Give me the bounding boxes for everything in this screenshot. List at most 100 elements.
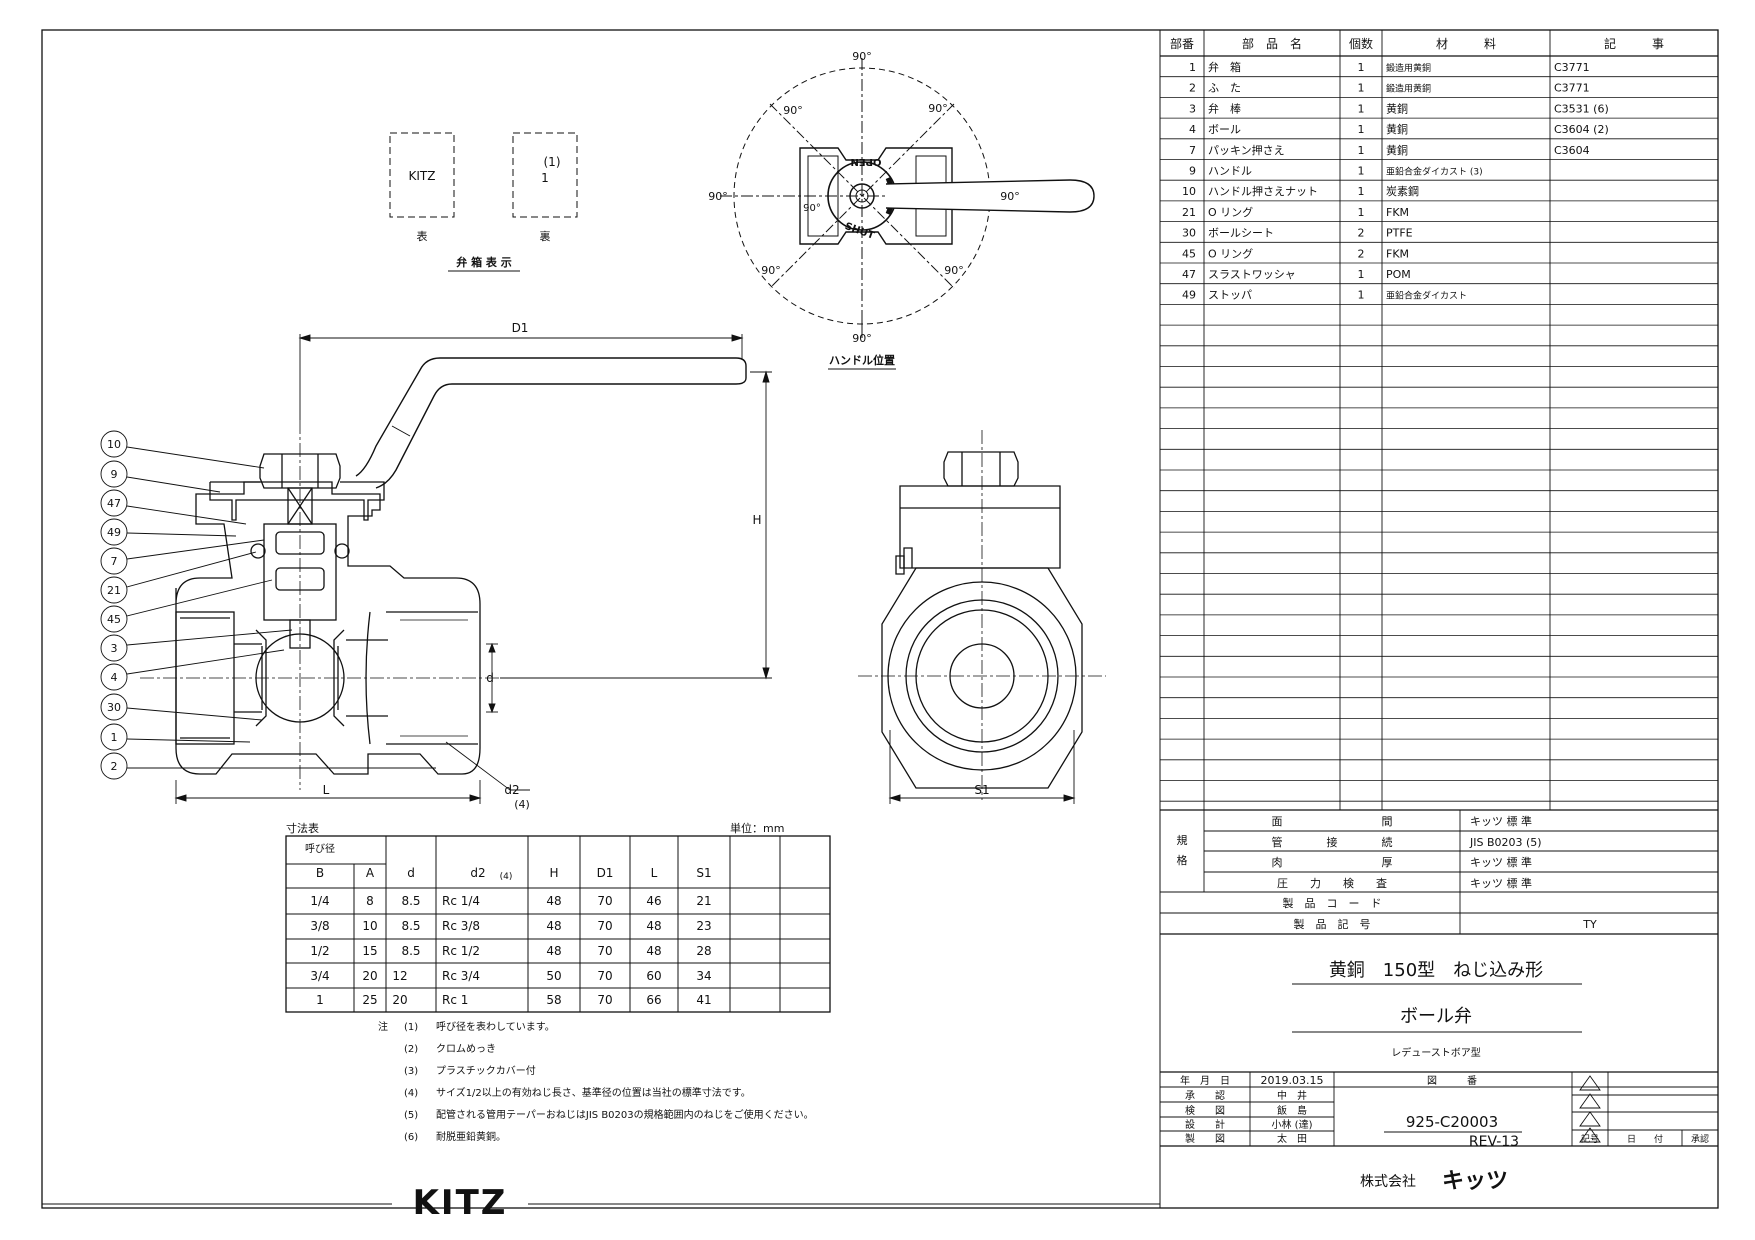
role-check: 検 図 <box>1185 1104 1225 1117</box>
note-number: (2) <box>404 1044 418 1055</box>
callout-21: 21 <box>107 584 121 597</box>
dimension-cell: 25 <box>362 993 377 1007</box>
part-material: 黄銅 <box>1386 122 1408 136</box>
notes: 注 <box>378 1020 388 1033</box>
part-remarks: C3771 <box>1554 61 1590 74</box>
spec-value-wall: キッツ 標 準 <box>1470 855 1532 869</box>
part-quantity: 1 <box>1358 82 1365 95</box>
part-quantity: 1 <box>1358 206 1365 219</box>
part-quantity: 1 <box>1358 102 1365 115</box>
dimension-table-unit: 単位：mm <box>730 821 784 835</box>
callout-30: 30 <box>107 701 121 714</box>
part-quantity: 1 <box>1358 144 1365 157</box>
dimension-cell: 48 <box>646 919 661 933</box>
dimension-cell: 8.5 <box>401 944 420 958</box>
dimension-table-grid <box>285 835 831 1013</box>
dimension-table-headers: 呼び径 B A d d2 (4) H D1 L S1 <box>305 842 712 882</box>
dimension-cell: 46 <box>646 894 661 908</box>
part-quantity: 1 <box>1358 61 1365 74</box>
part-name: パッキン押さえ <box>1208 143 1285 157</box>
product-symbol-label: 製 品 記 号 <box>1294 917 1371 931</box>
dimension-cell: Rc 1/2 <box>442 944 480 958</box>
approval-block-grid <box>1160 1071 1718 1147</box>
name-draft: 太 田 <box>1277 1132 1307 1145</box>
part-number: 47 <box>1182 268 1196 281</box>
note-number: (3) <box>404 1066 418 1077</box>
date-label: 年 月 日 <box>1180 1074 1230 1087</box>
dim-header-s1: S1 <box>696 866 711 880</box>
part-material: 亜鉛合金ダイカスト <box>1386 290 1467 302</box>
part-name: スラストワッシャ <box>1208 268 1296 281</box>
angle-label-bottom-left: 90° <box>761 264 781 277</box>
part-material: 亜鉛合金ダイカスト (3) <box>1386 166 1483 178</box>
part-name: ストッパ <box>1208 289 1252 302</box>
part-material: 鍛造用黄銅 <box>1386 62 1431 74</box>
dimension-cell: Rc 1/4 <box>442 894 480 908</box>
part-number: 2 <box>1189 82 1196 95</box>
dimension-cell: 12 <box>392 969 407 983</box>
dim-header-d2: d2 <box>470 866 485 880</box>
kitz-logo: KITZ <box>42 1183 1160 1223</box>
dim-header-group: 呼び径 <box>305 842 335 855</box>
part-material: 炭素鋼 <box>1386 184 1419 198</box>
part-quantity: 2 <box>1358 227 1365 240</box>
dim-label-s1: S1 <box>974 783 989 797</box>
dimension-cell: 60 <box>646 969 661 983</box>
marking-caption: 弁 箱 表 示 <box>456 255 512 269</box>
dimension-cell: 48 <box>546 919 561 933</box>
drawing-subtitle-type: レデューストボア型 <box>1391 1046 1481 1059</box>
spec-value-pressure: キッツ 標 準 <box>1470 876 1532 890</box>
part-number: 49 <box>1182 289 1196 302</box>
angle-label-bottom-right: 90° <box>944 264 964 277</box>
part-number: 21 <box>1182 206 1196 219</box>
dimension-cell: 3/8 <box>310 919 329 933</box>
callout-9: 9 <box>111 468 118 481</box>
dim-label-d2: d2 <box>504 783 519 797</box>
part-number: 30 <box>1182 227 1196 240</box>
dimension-cell: 21 <box>696 894 711 908</box>
angle-label-right: 90° <box>1000 190 1020 203</box>
marking-back-text: 1 <box>541 171 549 185</box>
name-approve: 中 井 <box>1277 1089 1307 1102</box>
note-text: クロムめっき <box>436 1043 496 1055</box>
note-number: (1) <box>404 1022 418 1033</box>
dim-header-a: A <box>366 866 375 880</box>
dimension-cell: Rc 1 <box>442 993 468 1007</box>
part-remarks: C3531 (6) <box>1554 102 1609 115</box>
part-number: 1 <box>1189 61 1196 74</box>
part-name: ハンドル押さえナット <box>1208 184 1318 198</box>
dim-header-d1: D1 <box>597 866 614 880</box>
note-text: プラスチックカバー付 <box>436 1064 536 1077</box>
callout-49: 49 <box>107 526 121 539</box>
part-number: 7 <box>1189 144 1196 157</box>
company-prefix: 株式会社 <box>1360 1174 1416 1190</box>
angle-label-top-left: 90° <box>783 104 803 117</box>
note-text: 配管される管用テーパーおねじはJIS B0203の規格範囲内のねじをご使用くださ… <box>436 1108 814 1121</box>
part-number: 3 <box>1189 102 1196 115</box>
name-check: 飯 島 <box>1277 1104 1307 1117</box>
parts-header-name: 部 品 名 <box>1242 36 1302 51</box>
dim-header-d2-note: (4) <box>500 872 513 882</box>
revision-number: REV-13 <box>1469 1134 1519 1150</box>
part-quantity: 1 <box>1358 185 1365 198</box>
spec-block-grid <box>1160 809 1718 935</box>
spec-value-connection: JIS B0203 (5) <box>1469 836 1542 849</box>
handle-position-caption: ハンドル位置 <box>829 353 895 367</box>
callout-2: 2 <box>111 760 118 773</box>
part-remarks: C3604 <box>1554 144 1590 157</box>
note-number: (5) <box>404 1110 418 1121</box>
dimension-cell: 66 <box>646 993 661 1007</box>
dimension-cell: 8.5 <box>401 919 420 933</box>
note-text: サイズ1/2以上の有効ねじ長さ、基準径の位置は当社の標準寸法です。 <box>436 1086 751 1099</box>
spec-label-connection: 管 接 続 <box>1272 835 1393 849</box>
part-number: 45 <box>1182 247 1196 260</box>
marking-front-label: 表 <box>417 229 428 243</box>
dimension-cell: 41 <box>696 993 711 1007</box>
dim-header-h: H <box>549 866 558 880</box>
parts-header-no: 部番 <box>1170 36 1194 51</box>
parts-header-qty: 個数 <box>1349 36 1373 51</box>
role-approve: 承 認 <box>1185 1089 1225 1102</box>
callout-7: 7 <box>111 555 118 568</box>
name-design: 小林 (達) <box>1272 1118 1313 1131</box>
